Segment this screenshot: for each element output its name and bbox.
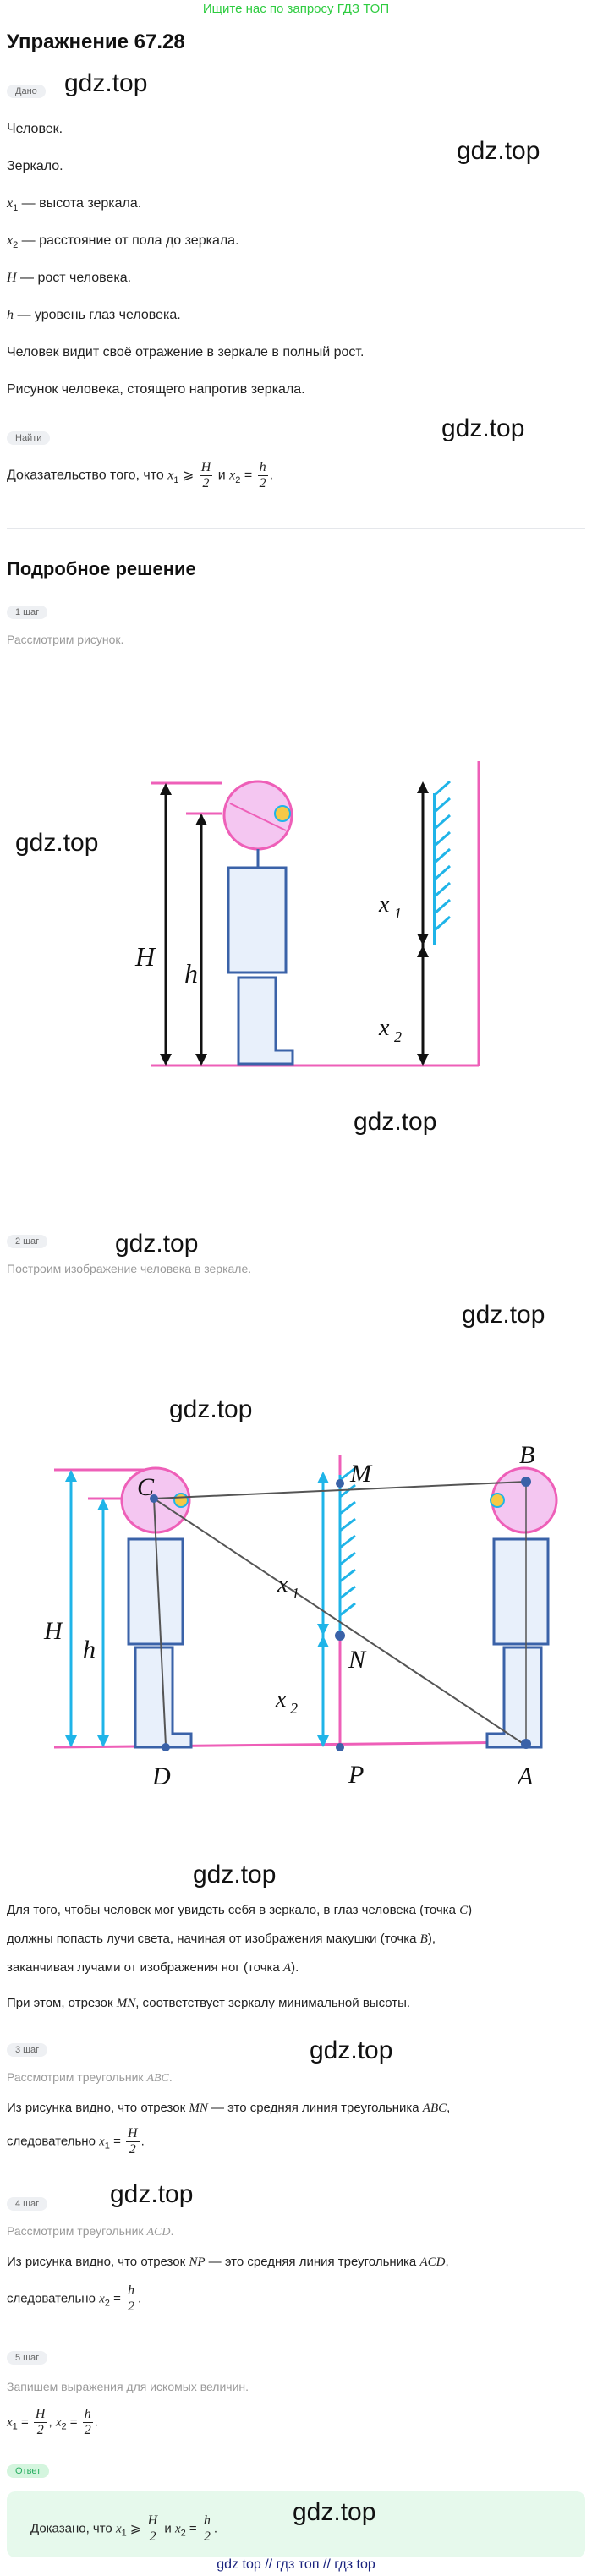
svg-text:2: 2	[394, 1028, 402, 1045]
answer-box	[7, 2491, 585, 2557]
given-badge: Дано	[7, 85, 46, 98]
given-line: Рисунок человека, стоящего напротив зерк…	[7, 382, 305, 397]
label-x1: x	[378, 891, 390, 918]
svg-text:1: 1	[292, 1585, 299, 1602]
find-badge: Найти	[7, 431, 51, 445]
label-h: h	[83, 1636, 96, 1663]
page-title: Упражнение 67.28	[7, 30, 185, 53]
watermark: gdz.top	[193, 1861, 277, 1888]
label-H: H	[43, 1617, 64, 1645]
step-text: Построим изображение человека в зеркале.	[7, 1262, 252, 1275]
watermark: gdz.top	[310, 2036, 393, 2064]
watermark: gdz.top	[15, 829, 99, 857]
given-line: H — рост человека.	[7, 271, 132, 285]
watermark: gdz.top	[354, 1108, 437, 1136]
label-A: A	[516, 1762, 534, 1790]
explanation-line: Для того, чтобы человек мог увидеть себя…	[7, 1903, 473, 1917]
step-badge: 5 шаг	[7, 2351, 48, 2365]
label-N: N	[348, 1646, 367, 1674]
given-line: Зеркало.	[7, 159, 63, 173]
figure-mirror-image: C B M N P D A H h x 1 x 2	[43, 1441, 558, 1790]
svg-text:1: 1	[394, 905, 402, 922]
watermark: gdz.top	[462, 1301, 545, 1329]
label-C: C	[137, 1473, 155, 1501]
step-text: Рассмотрим треугольник ABC.	[7, 2070, 173, 2085]
explanation-line: Из рисунка видно, что отрезок NP — это с…	[7, 2255, 449, 2269]
step-badge: 3 шаг	[7, 2043, 48, 2057]
step-text: Запишем выражения для искомых величин.	[7, 2380, 249, 2393]
label-P: P	[348, 1761, 364, 1789]
label-M: M	[349, 1460, 373, 1488]
label-h: h	[184, 958, 198, 989]
label-x1: x	[277, 1571, 288, 1598]
label-D: D	[151, 1762, 171, 1790]
figure-person-mirror: H h x 1 x 2	[134, 761, 480, 1067]
top-banner[interactable]: Ищите нас по запросу ГДЗ ТОП	[202, 2, 390, 16]
explanation-line: заканчивая лучами от изображения ног (то…	[7, 1960, 299, 1975]
watermark: gdz.top	[110, 2180, 194, 2208]
watermark: gdz.top	[169, 1395, 253, 1423]
step-text: Рассмотрим рисунок.	[7, 633, 124, 646]
watermark: gdz.top	[441, 414, 525, 442]
watermark: gdz.top	[115, 1230, 199, 1258]
label-B: B	[519, 1441, 534, 1469]
explanation-line: должны попасть лучи света, начиная от из…	[7, 1932, 436, 1946]
given-line: x2 — расстояние от пола до зеркала.	[7, 233, 239, 251]
label-x2: x	[378, 1015, 390, 1041]
given-line: Человек видит своё отражение в зеркале в…	[7, 345, 365, 359]
label-H: H	[134, 941, 156, 972]
step-text: Рассмотрим треугольник ACD.	[7, 2224, 174, 2239]
given-line: h — уровень глаз человека.	[7, 308, 181, 322]
step-badge: 1 шаг	[7, 606, 48, 619]
step-badge: 2 шаг	[7, 1235, 48, 1248]
watermark: gdz.top	[64, 69, 148, 97]
svg-text:2: 2	[290, 1700, 298, 1717]
watermark: gdz.top	[457, 137, 540, 165]
label-x2: x	[275, 1686, 287, 1713]
footer-links[interactable]: gdz top // гдз топ // гдз top	[217, 2557, 375, 2572]
step-badge: 4 шаг	[7, 2197, 48, 2211]
given-line: Человек.	[7, 122, 63, 136]
solution-title: Подробное решение	[7, 558, 196, 579]
watermark: gdz.top	[293, 2498, 376, 2526]
explanation-line: При этом, отрезок MN, соответствует зерк…	[7, 1996, 411, 2010]
answer-badge: Ответ	[7, 2464, 50, 2478]
given-line: x1 — высота зеркала.	[7, 196, 142, 214]
explanation-line: Из рисунка видно, что отрезок MN — это с…	[7, 2101, 451, 2115]
divider	[7, 528, 585, 529]
